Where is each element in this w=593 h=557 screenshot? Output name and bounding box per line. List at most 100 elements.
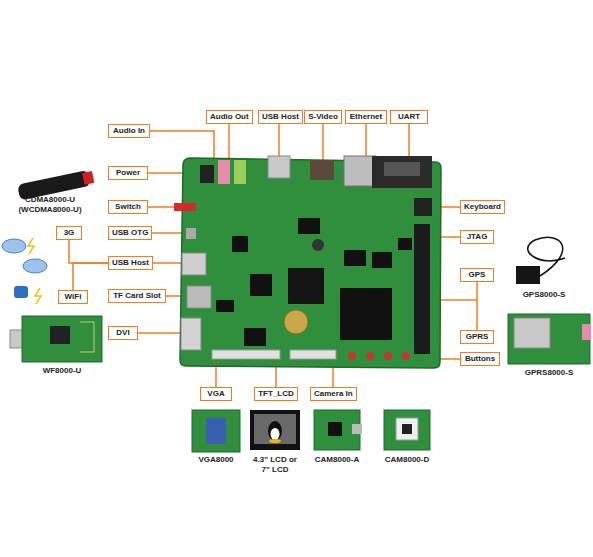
usb-dongle (82, 171, 94, 185)
wifi-module (80, 322, 94, 352)
dev-board (402, 352, 410, 360)
callout-box: TFT_LCD (254, 387, 298, 401)
dev-board (384, 352, 392, 360)
callout-text: TF Card Slot (112, 291, 162, 301)
leader-line (228, 124, 230, 160)
gprs-module (514, 318, 550, 348)
module-label: CAM8000-A (308, 455, 366, 465)
leader-line (150, 131, 214, 162)
gps-antenna (516, 237, 565, 284)
gprs-module (508, 314, 590, 364)
callout-text: JTAG (464, 232, 490, 242)
dev-board (234, 160, 246, 184)
camera-module (384, 410, 430, 450)
camera-module (384, 410, 430, 450)
callout-text: UART (394, 112, 424, 122)
callout-box: VGA (200, 387, 232, 401)
callout-text: Switch (112, 202, 144, 212)
dev-board (268, 156, 290, 178)
dev-board (218, 160, 230, 184)
callout-box: Ethernet (345, 110, 387, 124)
network-cloud (35, 288, 41, 304)
module-label: CAM8000-D (378, 455, 436, 465)
dev-board (312, 239, 324, 251)
dev-board (344, 156, 376, 186)
callout-text: VGA (204, 389, 228, 399)
lcd-module (250, 410, 300, 450)
camera-module (352, 424, 362, 434)
gps-antenna (516, 266, 540, 284)
dev-board (366, 352, 374, 360)
leader-line (138, 332, 183, 334)
callout-box: USB Host (108, 256, 153, 270)
lcd-module (269, 439, 281, 443)
dev-board (398, 238, 412, 250)
bracket-line (476, 282, 478, 330)
callout-text: DVI (112, 328, 134, 338)
callout-box: UART (390, 110, 428, 124)
dev-board (212, 350, 280, 359)
vga-module (192, 410, 240, 452)
network-cloud (28, 238, 34, 254)
lcd-module (268, 421, 282, 441)
callout-box: TF Card Slot (108, 289, 166, 303)
callout-box: WiFi (58, 290, 88, 304)
dev-board (348, 352, 356, 360)
callout-text: GPS (464, 270, 490, 280)
callout-box: JTAG (460, 230, 494, 244)
callout-box: GPRS (460, 330, 494, 344)
module-label: CDMA8000-U (WCDMA8000-U) (12, 195, 88, 215)
callout-box: S-Video (304, 110, 342, 124)
module-label: GPS8000-S (512, 290, 576, 300)
dev-board (244, 328, 266, 346)
dev-board (310, 160, 334, 180)
dev-board (288, 268, 324, 304)
callout-text: S-Video (308, 112, 338, 122)
callout-box: DVI (108, 326, 138, 340)
network-cloud (14, 286, 28, 298)
wifi-module (10, 316, 102, 362)
camera-module (396, 418, 418, 440)
module-label: GPRS8000-S (508, 368, 590, 378)
callout-text: USB OTG (112, 228, 148, 238)
lcd-module (254, 414, 296, 444)
callout-text: Power (112, 168, 144, 178)
camera-module (402, 424, 412, 434)
dev-board (414, 224, 430, 354)
camera-module (314, 410, 362, 450)
leader-line (138, 124, 477, 387)
dev-board (186, 228, 196, 239)
dev-board (187, 286, 211, 308)
callout-text: GPRS (464, 332, 490, 342)
camera-module (328, 422, 342, 436)
dev-board (182, 253, 206, 275)
callout-text: Buttons (464, 354, 496, 364)
module-label: VGA8000 (186, 455, 246, 465)
module-label: 4.3" LCD or 7" LCD (248, 455, 302, 475)
callout-box: Keyboard (460, 200, 505, 214)
dev-board (181, 318, 201, 350)
dev-board (174, 156, 441, 368)
callout-text: USB Host (112, 258, 149, 268)
callout-box: USB OTG (108, 226, 152, 240)
dev-board (372, 156, 432, 188)
dev-board (344, 250, 366, 266)
dev-board (232, 236, 248, 252)
dev-board (180, 158, 441, 368)
leader-line (278, 124, 280, 158)
callout-box: Audio Out (206, 110, 253, 124)
leader-line (152, 262, 184, 264)
callout-box: Power (108, 166, 148, 180)
callout-box: GPS (460, 268, 494, 282)
dev-board (216, 300, 234, 312)
callout-text: 3G (60, 228, 78, 238)
callout-text: Keyboard (464, 202, 501, 212)
dev-board (384, 162, 420, 176)
dev-board (340, 288, 392, 340)
lcd-module (271, 428, 280, 440)
vga-module (206, 418, 226, 444)
dev-board (284, 310, 308, 334)
dev-board (174, 203, 196, 211)
